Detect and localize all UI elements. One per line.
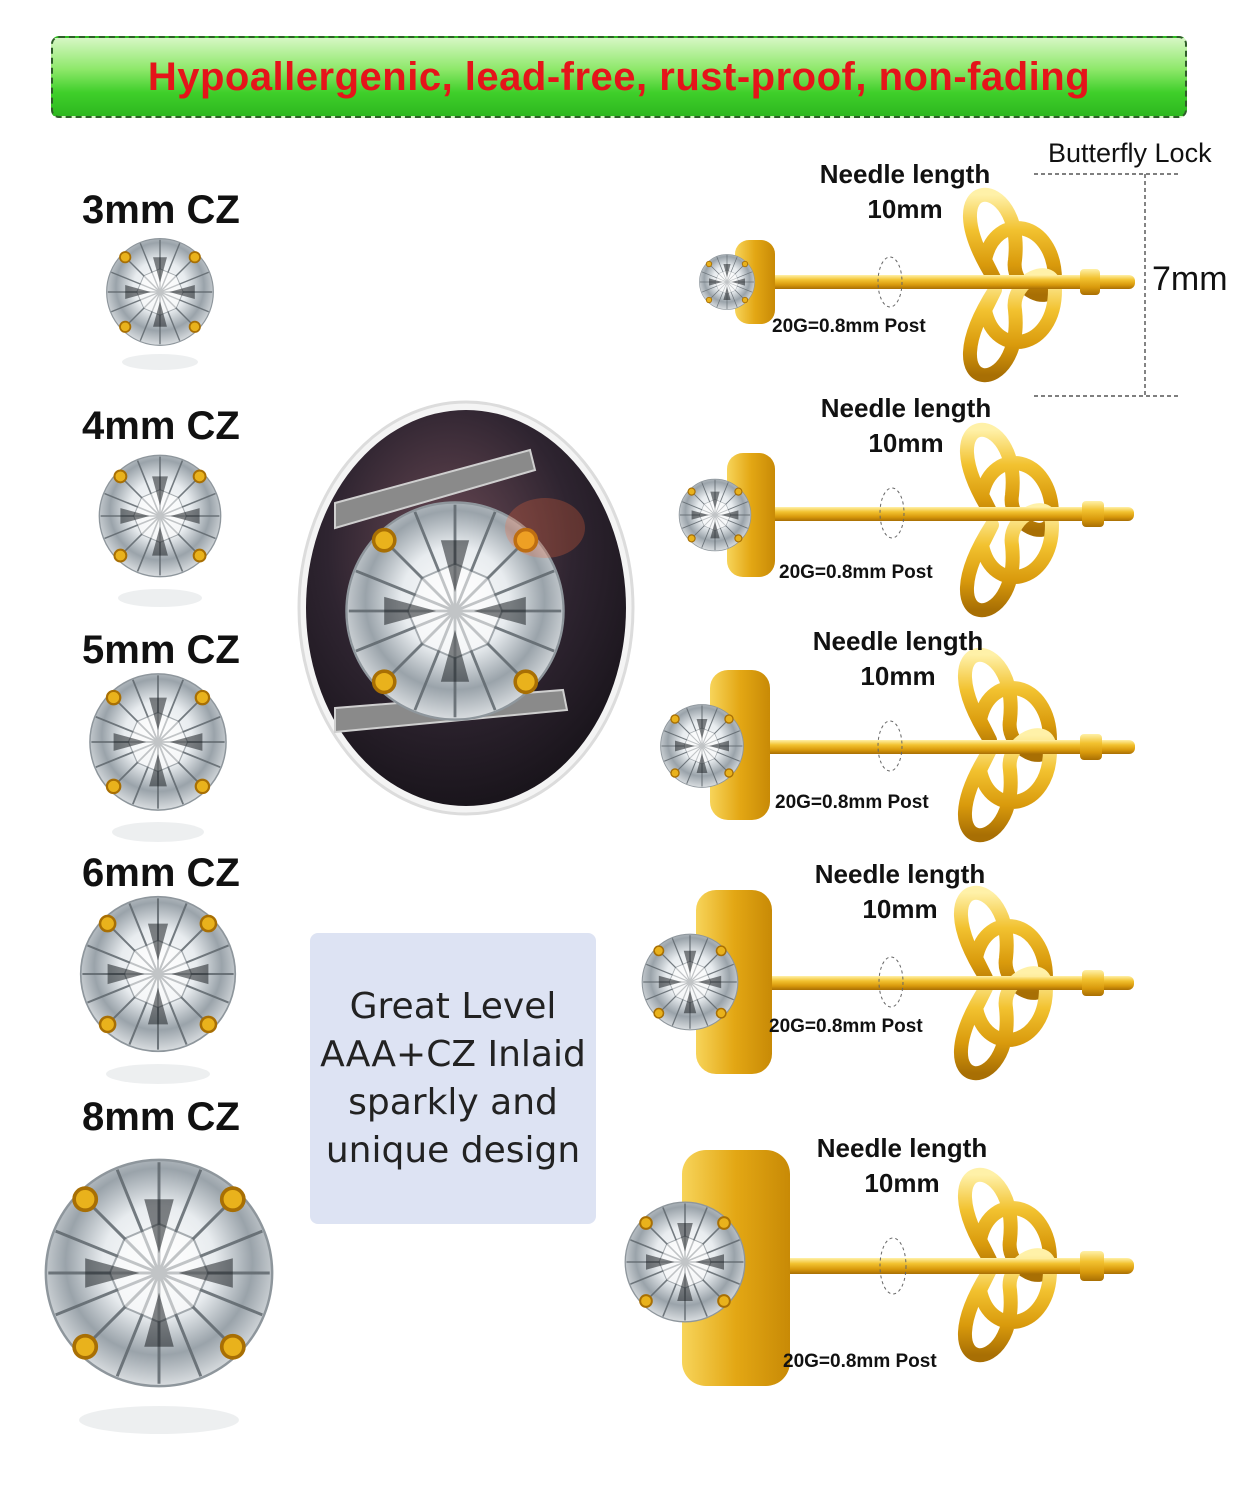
needle-length-value-2: 10mm: [868, 428, 944, 458]
needle-length-label-2: Needle length 10mm: [806, 391, 1006, 461]
size-label-3mm: 3mm CZ: [82, 188, 240, 232]
earring-4mm-diagram: [678, 423, 1134, 617]
needle-length-label-3: Needle length 10mm: [798, 624, 998, 694]
needle-length-title-5: Needle length: [816, 1133, 988, 1163]
size-label-8mm: 8mm CZ: [82, 1095, 240, 1139]
needle-length-label-4: Needle length 10mm: [800, 857, 1000, 927]
gem-6mm-image: [79, 895, 237, 1084]
needle-length-title-2: Needle length: [820, 393, 992, 423]
post-gauge-label-2: 20G=0.8mm Post: [779, 562, 933, 583]
earring-3mm-diagram: [698, 188, 1135, 382]
needle-length-value-1: 10mm: [867, 194, 943, 224]
earring-5mm-diagram: [659, 648, 1135, 842]
butterfly-lock-label: Butterfly Lock: [1048, 138, 1212, 168]
size-label-6mm: 6mm CZ: [82, 851, 240, 895]
promo-line-3: sparkly and: [348, 1081, 558, 1123]
post-gauge-label-3: 20G=0.8mm Post: [775, 792, 929, 813]
lock-height-label: 7mm: [1152, 260, 1228, 298]
banner-text: Hypoallergenic, lead-free, rust-proof, n…: [147, 54, 1091, 99]
needle-length-value-5: 10mm: [864, 1168, 940, 1198]
needle-length-title-1: Needle length: [819, 159, 991, 189]
needle-length-label-5: Needle length 10mm: [802, 1131, 1002, 1201]
post-gauge-label-4: 20G=0.8mm Post: [769, 1016, 923, 1037]
feature-banner: Hypoallergenic, lead-free, rust-proof, n…: [51, 36, 1187, 118]
gem-4mm-image: [98, 454, 222, 607]
gem-5mm-image: [88, 672, 228, 842]
gem-3mm-image: [105, 237, 215, 370]
post-gauge-label-5: 20G=0.8mm Post: [783, 1351, 937, 1372]
needle-length-title-3: Needle length: [812, 626, 984, 656]
lock-height-dimension-lines: [1034, 173, 1178, 397]
promo-box: Great Level AAA+CZ Inlaid sparkly and un…: [310, 933, 596, 1224]
promo-line-1: Great Level: [349, 985, 557, 1027]
promo-line-2: AAA+CZ Inlaid: [320, 1033, 586, 1075]
size-label-4mm: 4mm CZ: [82, 404, 240, 448]
needle-length-value-4: 10mm: [862, 894, 938, 924]
needle-length-title-4: Needle length: [814, 859, 986, 889]
earring-6mm-diagram: [640, 886, 1134, 1080]
size-label-5mm: 5mm CZ: [82, 628, 240, 672]
post-gauge-label-1: 20G=0.8mm Post: [772, 316, 926, 337]
gem-8mm-image: [43, 1157, 275, 1434]
needle-length-value-3: 10mm: [860, 661, 936, 691]
needle-length-label-1: Needle length 10mm: [805, 157, 1005, 227]
gem-tweezers-photo: [297, 400, 635, 816]
promo-line-4: unique design: [325, 1129, 581, 1171]
earring-8mm-diagram: [623, 1150, 1134, 1386]
